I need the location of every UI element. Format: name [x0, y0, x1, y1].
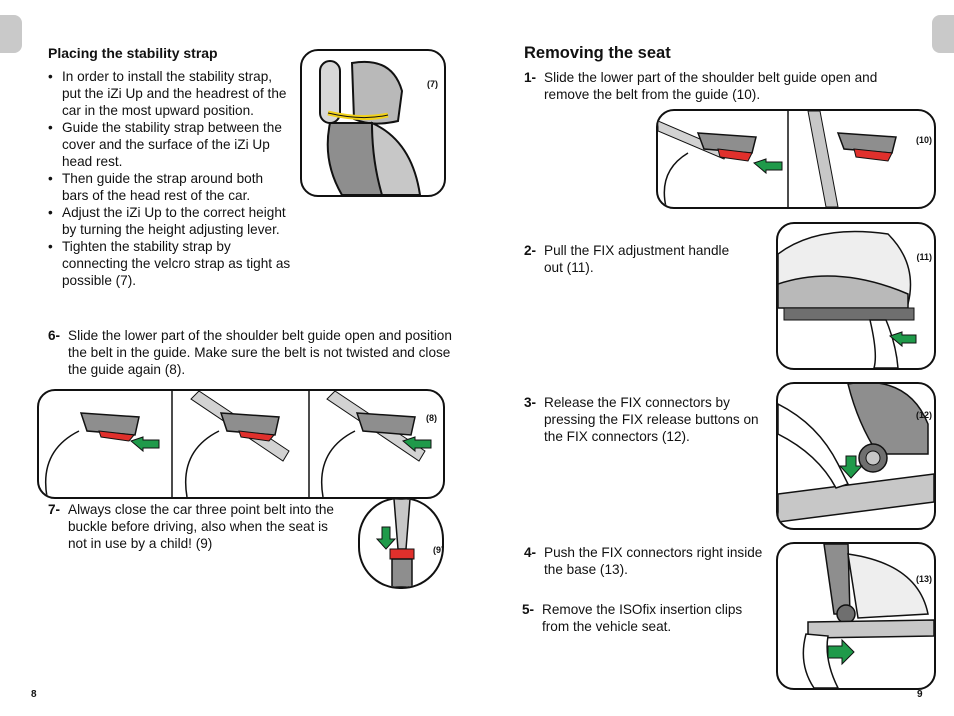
step-7: 7- Always close the car three point belt…	[48, 501, 338, 552]
step-3: 3- Release the FIX connectors by pressin…	[524, 394, 764, 445]
bullet-item: Guide the stability strap between the co…	[48, 119, 293, 170]
bullet-item: Adjust the iZi Up to the correct height …	[48, 204, 293, 238]
page-tab-right	[932, 15, 954, 53]
figure-10-belt-guide-open: (10)	[656, 109, 936, 209]
step-text: Remove the ISOfix insertion clips from t…	[542, 602, 743, 634]
step-text: Release the FIX connectors by pressing t…	[544, 395, 759, 444]
bullet-item: In order to install the stability strap,…	[48, 68, 293, 119]
step-6: 6- Slide the lower part of the shoulder …	[48, 327, 468, 378]
step-2: 2- Pull the FIX adjustment handle out (1…	[524, 242, 744, 276]
bullet-item: Tighten the stability strap by connectin…	[48, 238, 293, 289]
page-number-right: 9	[917, 689, 923, 700]
step-number: 7-	[48, 502, 61, 517]
step-number: 4-	[524, 545, 537, 560]
step-4: 4- Push the FIX connectors right inside …	[524, 544, 764, 578]
figure-13-push-connectors: (13)	[776, 542, 936, 690]
figure-label: (8)	[426, 413, 437, 423]
figure-label: (9)	[433, 545, 444, 555]
section-title-stability-strap: Placing the stability strap	[48, 45, 218, 61]
figure-label: (12)	[915, 410, 932, 420]
figure-8-belt-guide-sequence: (8)	[37, 389, 445, 499]
figure-9-buckle: (9)	[358, 497, 444, 589]
bullet-item: Then guide the strap around both bars of…	[48, 170, 293, 204]
step-text: Always close the car three point belt in…	[68, 502, 334, 551]
step-number: 5-	[522, 602, 535, 617]
figure-7-headrest-strap: (7)	[300, 49, 446, 197]
section-title-removing-seat: Removing the seat	[524, 44, 671, 62]
figure-12-fix-release-buttons: (12)	[776, 382, 936, 530]
step-number: 6-	[48, 328, 61, 343]
step-number: 2-	[524, 243, 537, 258]
step-number: 1-	[524, 70, 537, 85]
page-number-left: 8	[31, 689, 37, 700]
step-5: 5- Remove the ISOfix insertion clips fro…	[522, 601, 772, 635]
figure-label: (13)	[915, 574, 932, 584]
step-number: 3-	[524, 395, 537, 410]
figure-label: (7)	[427, 79, 438, 89]
step-text: Pull the FIX adjustment handle out (11).	[544, 243, 730, 275]
page-tab-left	[0, 15, 22, 53]
stability-strap-instructions: In order to install the stability strap,…	[48, 68, 293, 289]
step-text: Push the FIX connectors right inside the…	[544, 545, 763, 577]
step-text: Slide the lower part of the shoulder bel…	[68, 328, 452, 377]
step-text: Slide the lower part of the shoulder bel…	[544, 70, 878, 102]
step-1: 1- Slide the lower part of the shoulder …	[524, 69, 914, 103]
figure-label: (10)	[915, 135, 932, 145]
figure-11-fix-handle: (11)	[776, 222, 936, 370]
figure-label: (11)	[916, 252, 932, 262]
